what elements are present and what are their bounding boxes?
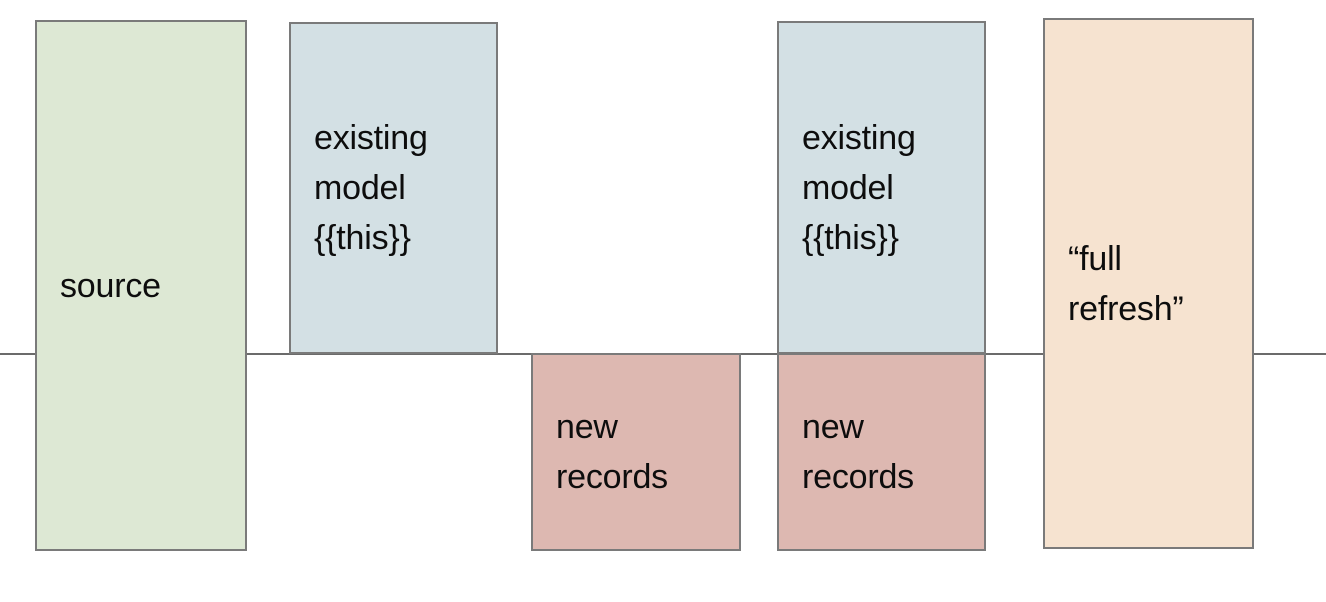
diagram-box-existing-model-1-label: existing model {{this}}: [314, 119, 428, 257]
diagram-box-new-records-1-label: new records: [556, 408, 668, 496]
diagram-box-existing-model-2[interactable]: existing model {{this}}: [777, 21, 986, 354]
diagram-box-new-records-2-label: new records: [802, 408, 914, 496]
diagram-box-new-records-1[interactable]: new records: [531, 353, 741, 551]
diagram-box-new-records-2[interactable]: new records: [777, 353, 986, 551]
diagram-box-existing-model-1[interactable]: existing model {{this}}: [289, 22, 498, 354]
diagram-box-existing-model-2-label: existing model {{this}}: [802, 118, 916, 257]
diagram-box-full-refresh[interactable]: “full refresh”: [1043, 18, 1254, 549]
diagram-box-source[interactable]: source: [35, 20, 247, 551]
diagram-box-source-label: source: [60, 266, 161, 305]
diagram-box-full-refresh-label: “full refresh”: [1068, 239, 1184, 328]
